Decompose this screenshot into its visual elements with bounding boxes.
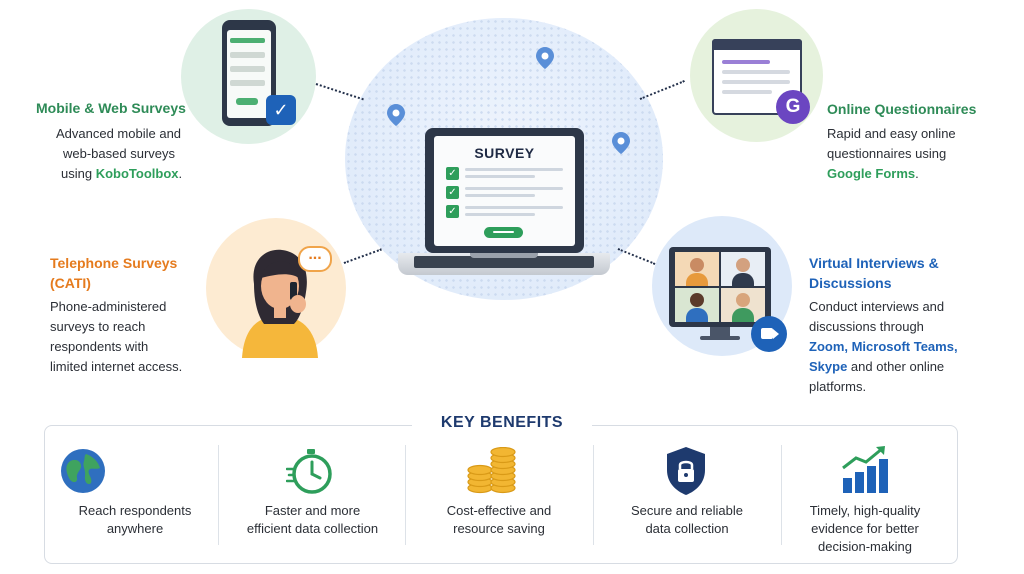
virtual-title-1: Virtual Interviews &	[809, 255, 939, 271]
speech-bubble-icon: ...	[298, 246, 332, 272]
kobotoolbox-link: KoboToolbox	[95, 166, 179, 181]
telephone-title-2: (CATI)	[50, 275, 91, 291]
virtual-desc-1: Conduct interviews and	[809, 299, 945, 314]
telephone-desc-1: Phone-administered	[50, 299, 167, 314]
telephone-desc-3: respondents with	[50, 339, 149, 354]
mobile-web-desc-1: Advanced mobile and	[56, 126, 182, 141]
stopwatch-icon	[286, 449, 332, 494]
google-forms-badge-icon: G	[776, 90, 810, 124]
online-desc-3: Google Forms.	[827, 166, 919, 181]
zoom-teams-link: Zoom, Microsoft Teams,	[809, 339, 958, 354]
checkmark-badge-icon: ✓	[266, 95, 296, 125]
key-benefits-title: KEY BENEFITS	[412, 414, 592, 432]
location-pin-icon	[612, 132, 630, 154]
online-desc-2: questionnaires using	[827, 146, 947, 161]
virtual-desc-4: Skype and other online	[809, 359, 945, 374]
woman-on-phone-icon	[242, 249, 318, 358]
mobile-web-desc-3: using KoboToolbox.	[61, 166, 183, 181]
virtual-title-2: Discussions	[809, 275, 892, 291]
checkbox-checked-icon: ✓	[446, 186, 459, 199]
growth-chart-icon	[842, 446, 888, 493]
online-questionnaires-title: Online Questionnaires	[827, 101, 977, 117]
telephone-title-1: Telephone Surveys	[50, 255, 178, 271]
mobile-web-title: Mobile & Web Surveys	[36, 100, 186, 116]
mobile-web-desc-2: web-based surveys	[63, 146, 175, 161]
coins-icon	[467, 447, 516, 494]
location-pin-icon	[387, 104, 405, 126]
skype-link: Skype	[809, 359, 848, 374]
globe-icon	[61, 449, 105, 493]
checkbox-checked-icon: ✓	[446, 205, 459, 218]
checkbox-checked-icon: ✓	[446, 167, 459, 180]
telephone-desc-2: surveys to reach	[50, 319, 146, 334]
google-forms-link: Google Forms	[827, 166, 916, 181]
survey-screen-title: SURVEY	[474, 145, 535, 161]
virtual-desc-2: discussions through	[809, 319, 924, 334]
telephone-desc-4: limited internet access.	[50, 359, 183, 374]
location-pin-icon	[536, 47, 554, 69]
virtual-desc-5: platforms.	[809, 379, 867, 394]
shield-lock-icon	[667, 447, 705, 495]
online-desc-1: Rapid and easy online	[827, 126, 956, 141]
